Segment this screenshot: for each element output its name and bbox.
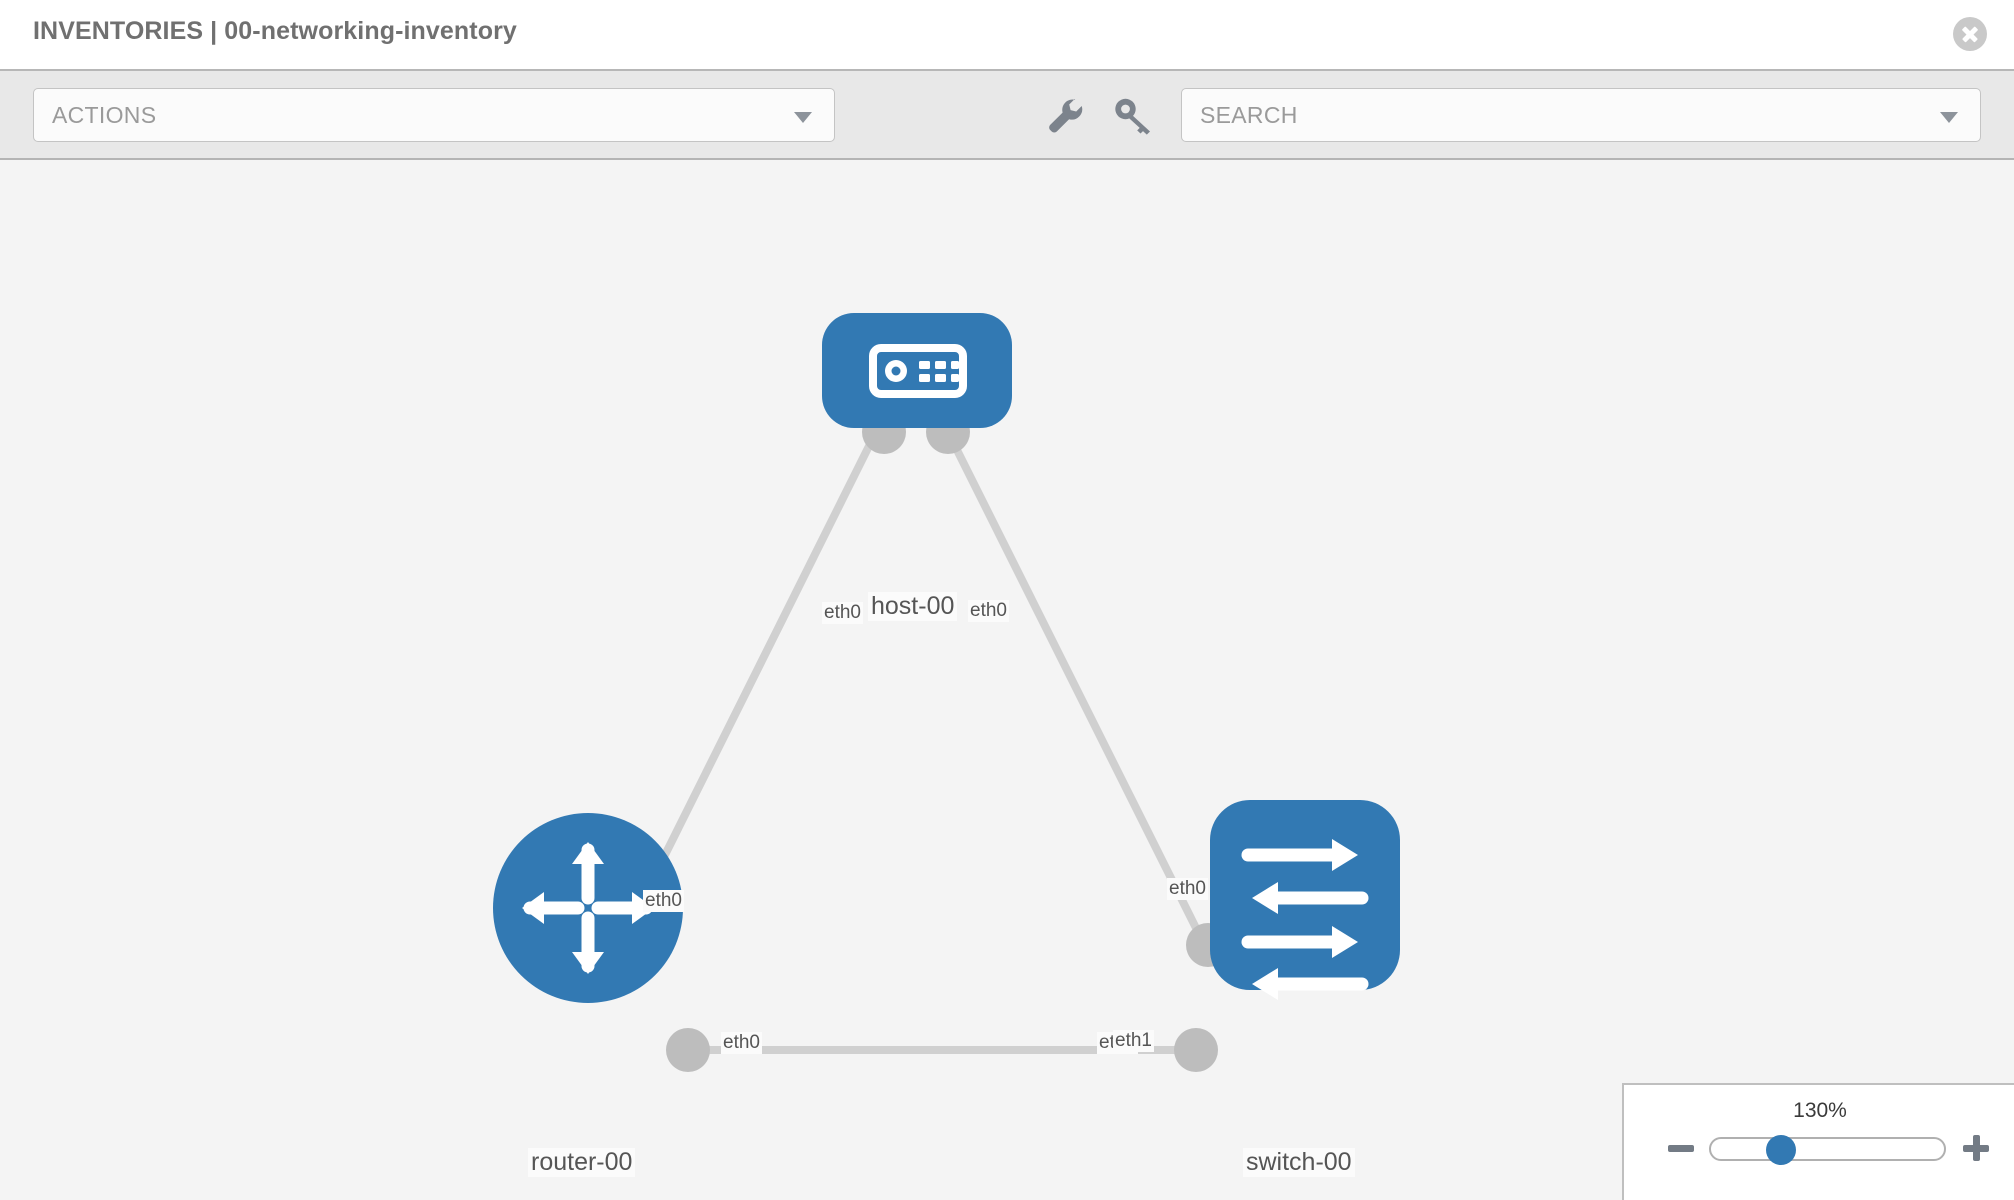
zoom-in-button[interactable]	[1961, 1133, 1991, 1163]
zoom-control-panel: 130%	[1622, 1083, 2014, 1200]
port-label-switch00-up: eth0	[1167, 878, 1208, 900]
zoom-out-button[interactable]	[1668, 1145, 1694, 1152]
topology-graph	[493, 313, 1400, 1072]
topology-connectors	[666, 410, 1230, 1072]
zoom-level-label: 130%	[1793, 1099, 1847, 1122]
node-router-00[interactable]	[493, 813, 683, 1003]
zoom-slider-thumb[interactable]	[1766, 1135, 1796, 1165]
chevron-down-icon[interactable]	[794, 112, 812, 123]
wrench-icon[interactable]	[1042, 93, 1088, 139]
actions-dropdown[interactable]: ACTIONS	[33, 88, 835, 142]
connector-knob[interactable]	[1174, 1028, 1218, 1072]
key-icon[interactable]	[1110, 93, 1156, 139]
connector-knob[interactable]	[666, 1028, 710, 1072]
search-field[interactable]	[1181, 88, 1981, 142]
node-host-00[interactable]	[822, 313, 1012, 428]
link-host00-router00[interactable]	[636, 422, 884, 907]
node-label-host-00: host-00	[868, 592, 958, 621]
node-switch-00[interactable]	[1210, 800, 1400, 1000]
actions-dropdown-label: ACTIONS	[52, 102, 157, 128]
port-label-host00-left: eth0	[822, 602, 863, 624]
port-label-host00-right: eth0	[968, 600, 1009, 622]
toolbar: ACTIONS	[0, 71, 2014, 160]
close-icon[interactable]	[1953, 17, 1987, 51]
zoom-slider-track[interactable]	[1709, 1137, 1946, 1161]
topology-links	[636, 422, 1200, 1054]
search-input[interactable]	[1183, 90, 1923, 140]
topology-canvas[interactable]: eth0 eth0 eth0 eth0 eth0 eth0 eth1 host-…	[0, 160, 2014, 1200]
plus-icon-vertical	[1972, 1135, 1980, 1161]
link-host00-switch00[interactable]	[940, 422, 1200, 930]
node-label-switch-00: switch-00	[1243, 1148, 1355, 1177]
node-label-router-00: router-00	[528, 1148, 636, 1177]
page-header: INVENTORIES | 00-networking-inventory	[0, 0, 2014, 71]
port-label-router00-up: eth0	[643, 890, 684, 912]
port-label-switch00-left-b: eth1	[1113, 1030, 1154, 1052]
page-title: INVENTORIES | 00-networking-inventory	[33, 17, 517, 45]
chevron-down-icon[interactable]	[1940, 112, 1958, 123]
port-label-router00-right: eth0	[721, 1032, 762, 1054]
